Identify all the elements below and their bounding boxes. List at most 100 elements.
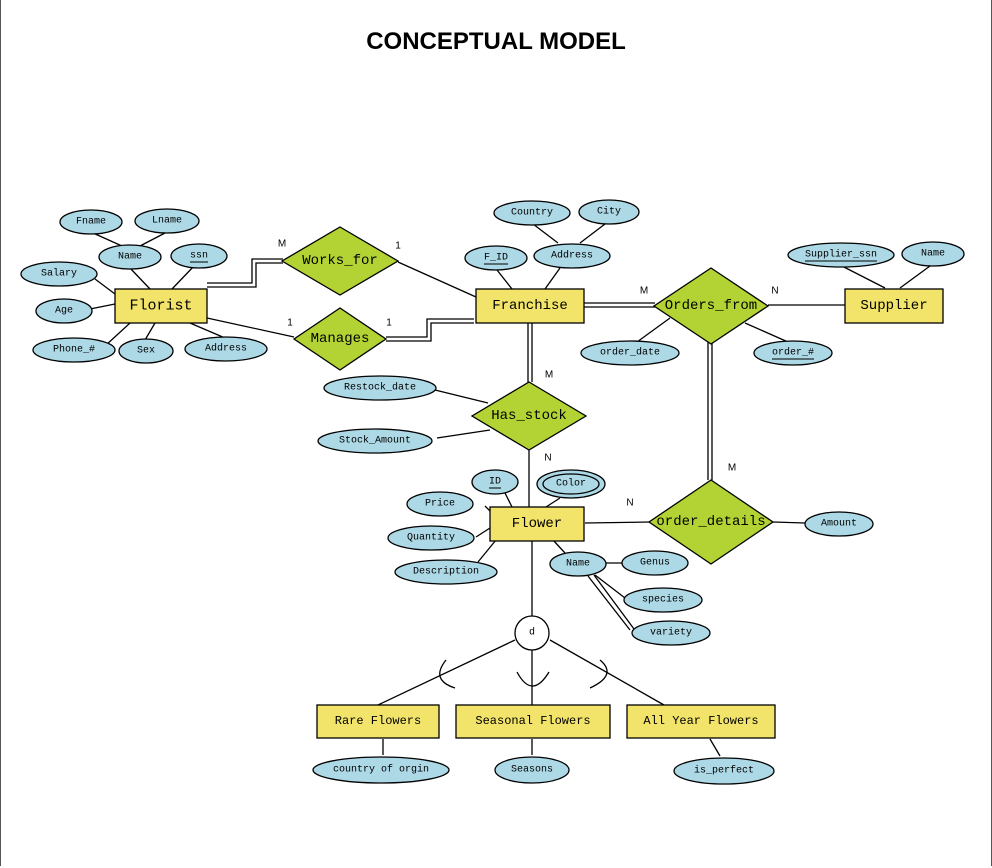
entity-label: Rare Flowers: [335, 714, 421, 728]
attribute-label: ID: [489, 477, 501, 488]
cardinality-label: N: [544, 453, 551, 464]
entity-florist: Florist: [114, 288, 208, 324]
attribute-label: Name: [566, 559, 590, 570]
attribute-label: Address: [205, 343, 247, 355]
entity-label: Seasonal Flowers: [475, 714, 590, 728]
attribute-florist-address: Address: [184, 336, 268, 362]
attribute-id: ID: [471, 469, 519, 495]
relationship-label: order_details: [656, 514, 765, 530]
relationship-label: Has_stock: [491, 408, 567, 424]
attribute-fname: Fname: [59, 209, 123, 235]
entity-franchise: Franchise: [475, 288, 585, 324]
entity-label: Florist: [129, 298, 192, 315]
attribute-label: Salary: [41, 268, 77, 280]
attribute-label: Phone_#: [53, 344, 95, 356]
attribute-order-no: order_#: [753, 340, 833, 366]
attribute-amount: Amount: [804, 511, 874, 537]
attribute-label: Country: [511, 208, 553, 219]
attribute-phone: Phone_#: [32, 337, 116, 363]
attribute-label: Quantity: [407, 532, 455, 544]
relationship-order-details: order_details: [647, 479, 775, 565]
attribute-label: Age: [55, 306, 73, 317]
attribute-variety: variety: [631, 620, 711, 646]
attribute-label: Price: [425, 498, 455, 510]
attribute-sex: Sex: [118, 338, 174, 364]
attribute-salary: Salary: [20, 261, 98, 287]
attribute-supplier-name: Name: [901, 241, 965, 267]
attribute-label: Address: [551, 250, 593, 262]
cardinality-label: M: [640, 286, 648, 297]
attribute-country: Country: [493, 200, 571, 226]
attribute-label: order_#: [772, 347, 814, 359]
attribute-label: Name: [118, 252, 142, 263]
attribute-label: Seasons: [511, 765, 553, 776]
cardinality-label: M: [278, 239, 286, 250]
entity-supplier: Supplier: [844, 288, 944, 324]
attribute-order-date: order_date: [580, 340, 680, 366]
attribute-lname: Lname: [134, 208, 200, 234]
attribute-stock-amount: Stock_Amount: [317, 428, 433, 454]
attribute-description: Description: [394, 559, 498, 585]
entity-label: Supplier: [860, 298, 927, 314]
attribute-f-id: F_ID: [464, 245, 528, 271]
cardinality-labels: M 1 1 1 M N M N M N: [278, 239, 779, 509]
entity-label: Flower: [512, 516, 562, 532]
attribute-species: species: [623, 587, 703, 613]
attribute-restock-date: Restock_date: [323, 375, 437, 401]
attribute-label: Color: [556, 478, 586, 490]
cardinality-label: N: [771, 286, 778, 297]
relationship-has-stock: Has_stock: [470, 381, 588, 451]
cardinality-label: 1: [386, 318, 392, 329]
entity-seasonal-flowers: Seasonal Flowers: [455, 704, 611, 739]
attribute-label: Restock_date: [344, 382, 416, 394]
attribute-label: Amount: [821, 519, 857, 530]
cardinality-label: 1: [287, 318, 293, 329]
entity-label: Franchise: [492, 298, 568, 314]
entity-label: All Year Flowers: [643, 714, 758, 728]
attribute-label: order_date: [600, 347, 660, 359]
disjoint-specialization-circle: d: [514, 615, 550, 651]
cardinality-label: M: [545, 370, 553, 381]
attribute-label: Genus: [640, 558, 670, 569]
attribute-price: Price: [406, 491, 474, 517]
attribute-age: Age: [35, 298, 93, 324]
attribute-label: Name: [921, 249, 945, 260]
relationship-label: Orders_from: [665, 298, 757, 314]
attribute-label: Supplier_ssn: [805, 249, 877, 261]
attribute-ssn: ssn: [170, 243, 228, 269]
attribute-genus: Genus: [621, 550, 689, 576]
attribute-label: City: [597, 206, 621, 218]
attribute-label: Stock_Amount: [339, 435, 411, 447]
cardinality-label: N: [626, 498, 633, 509]
attribute-label: ssn: [190, 251, 208, 262]
relationship-label: Manages: [311, 331, 370, 347]
attribute-label: species: [642, 594, 684, 606]
attribute-country-of-origin: country of orgin: [312, 756, 450, 784]
entity-flower: Flower: [489, 506, 585, 542]
attribute-label: Fname: [76, 217, 106, 228]
attribute-label: variety: [650, 627, 692, 639]
entity-rare-flowers: Rare Flowers: [316, 704, 440, 739]
specialization-label: d: [529, 627, 535, 639]
attribute-franchise-address: Address: [533, 243, 611, 269]
attribute-label: is_perfect: [694, 765, 754, 777]
attribute-quantity: Quantity: [387, 525, 475, 551]
subset-symbols: [439, 659, 608, 689]
attribute-label: Sex: [137, 346, 155, 357]
attribute-label: Lname: [152, 216, 182, 227]
attribute-city: City: [578, 199, 640, 225]
attribute-supplier-ssn: Supplier_ssn: [787, 242, 895, 268]
attribute-label: country of orgin: [333, 764, 429, 776]
cardinality-label: M: [728, 463, 736, 474]
entity-all-year-flowers: All Year Flowers: [626, 704, 776, 739]
connector-lines: [89, 223, 931, 757]
attribute-label: F_ID: [484, 253, 508, 264]
attribute-florist-name: Name: [98, 244, 162, 270]
page-title: CONCEPTUAL MODEL: [366, 28, 626, 55]
relationship-label: Works_for: [302, 253, 378, 269]
cardinality-label: 1: [395, 241, 401, 252]
attribute-label: Description: [413, 566, 479, 578]
relationship-works-for: Works_for: [280, 226, 400, 296]
relationship-manages: Manages: [292, 307, 388, 371]
